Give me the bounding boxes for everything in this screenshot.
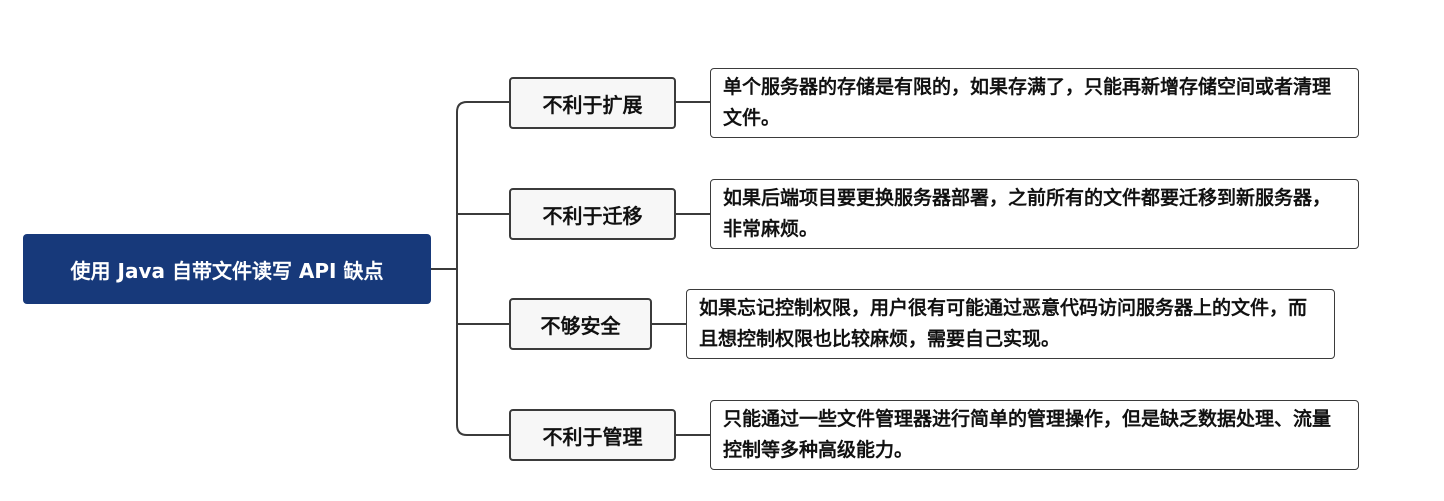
root-topic: 使用 Java 自带文件读写 API 缺点 bbox=[23, 234, 431, 304]
detail-topic-1: 单个服务器的存储是有限的，如果存满了，只能再新增存储空间或者清理文件。 bbox=[710, 68, 1359, 138]
detail-topic-text: 如果忘记控制权限，用户很有可能通过恶意代码访问服务器上的文件，而且想控制权限也比… bbox=[699, 297, 1308, 350]
branch-topic-1: 不利于扩展 bbox=[509, 77, 676, 129]
branch-topic-label: 不利于迁移 bbox=[542, 203, 643, 228]
root-topic-label: 使用 Java 自带文件读写 API 缺点 bbox=[70, 258, 384, 283]
detail-topic-2: 如果后端项目要更换服务器部署，之前所有的文件都要迁移到新服务器，非常麻烦。 bbox=[710, 179, 1359, 249]
branch-topic-3: 不够安全 bbox=[509, 298, 652, 350]
detail-topic-text: 只能通过一些文件管理器进行简单的管理操作，但是缺乏数据处理、流量控制等多种高级能… bbox=[723, 408, 1332, 461]
branch-topic-label: 不利于管理 bbox=[542, 424, 643, 449]
branch-topic-2: 不利于迁移 bbox=[509, 188, 676, 240]
detail-topic-text: 单个服务器的存储是有限的，如果存满了，只能再新增存储空间或者清理文件。 bbox=[723, 76, 1332, 129]
detail-topic-3: 如果忘记控制权限，用户很有可能通过恶意代码访问服务器上的文件，而且想控制权限也比… bbox=[686, 289, 1335, 359]
detail-topic-text: 如果后端项目要更换服务器部署，之前所有的文件都要迁移到新服务器，非常麻烦。 bbox=[723, 187, 1332, 240]
trunk-line bbox=[456, 101, 509, 436]
detail-topic-4: 只能通过一些文件管理器进行简单的管理操作，但是缺乏数据处理、流量控制等多种高级能… bbox=[710, 400, 1359, 470]
branch-topic-label: 不够安全 bbox=[540, 313, 621, 338]
branch-topic-label: 不利于扩展 bbox=[542, 92, 643, 117]
branch-topic-4: 不利于管理 bbox=[509, 409, 676, 461]
